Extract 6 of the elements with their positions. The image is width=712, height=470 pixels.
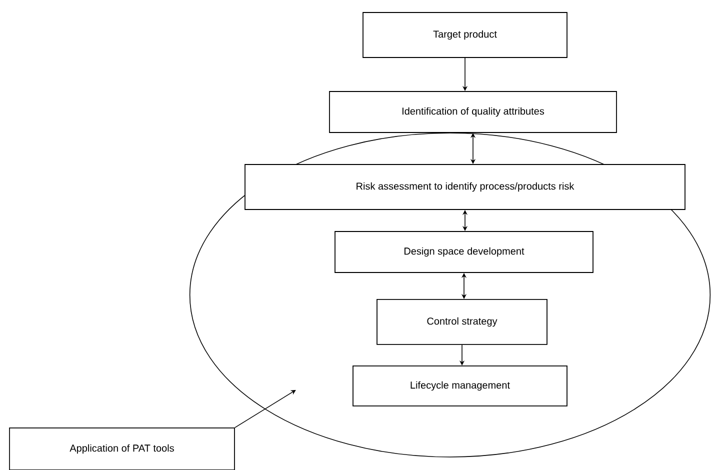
process-box: Identification of quality attributes	[329, 91, 617, 133]
process-box: Application of PAT tools	[9, 428, 235, 470]
process-box: Lifecycle management	[352, 366, 568, 406]
process-box: Control strategy	[376, 299, 548, 345]
process-box: Design space development	[334, 231, 594, 273]
process-box: Target product	[362, 12, 568, 58]
